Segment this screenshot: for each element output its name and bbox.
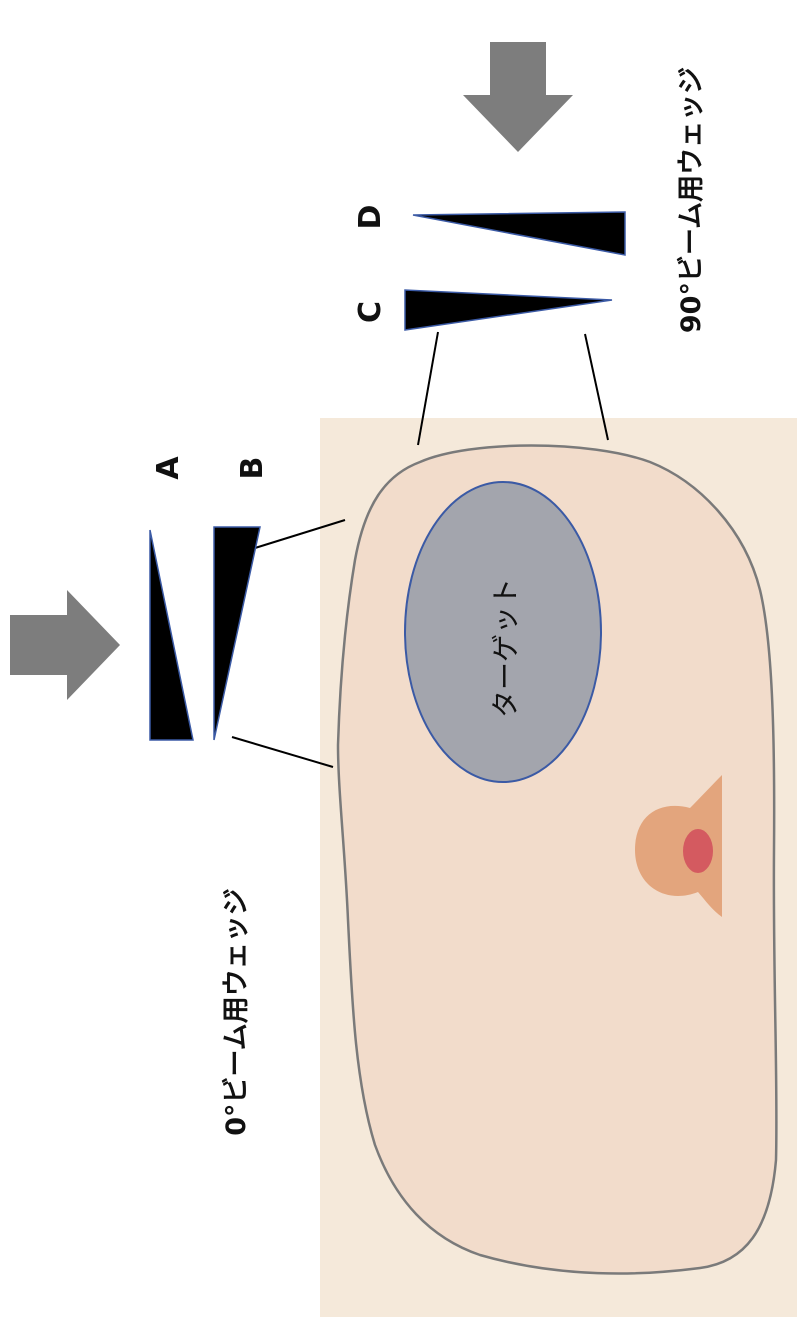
arrow-right-icon: [10, 590, 120, 700]
wedge-b: [214, 527, 260, 740]
beam-0-wedge-caption: 0°ビーム用ウェッジ: [221, 888, 252, 1135]
wedge-c-label: C: [353, 301, 388, 323]
beam-90-wedge-caption: 90°ビーム用ウェッジ: [676, 67, 707, 333]
guide-line-b-bottom: [232, 737, 333, 767]
wedge-b-label: B: [235, 457, 270, 480]
wedge-a-label: A: [151, 456, 186, 480]
wedge-a: [150, 530, 193, 740]
nipple-inner: [683, 829, 713, 873]
wedge-c: [405, 290, 612, 330]
arrow-down-icon: [463, 42, 573, 152]
wedge-d: [413, 212, 625, 255]
target-label: ターゲット: [489, 578, 522, 718]
wedge-d-label: D: [353, 205, 388, 230]
